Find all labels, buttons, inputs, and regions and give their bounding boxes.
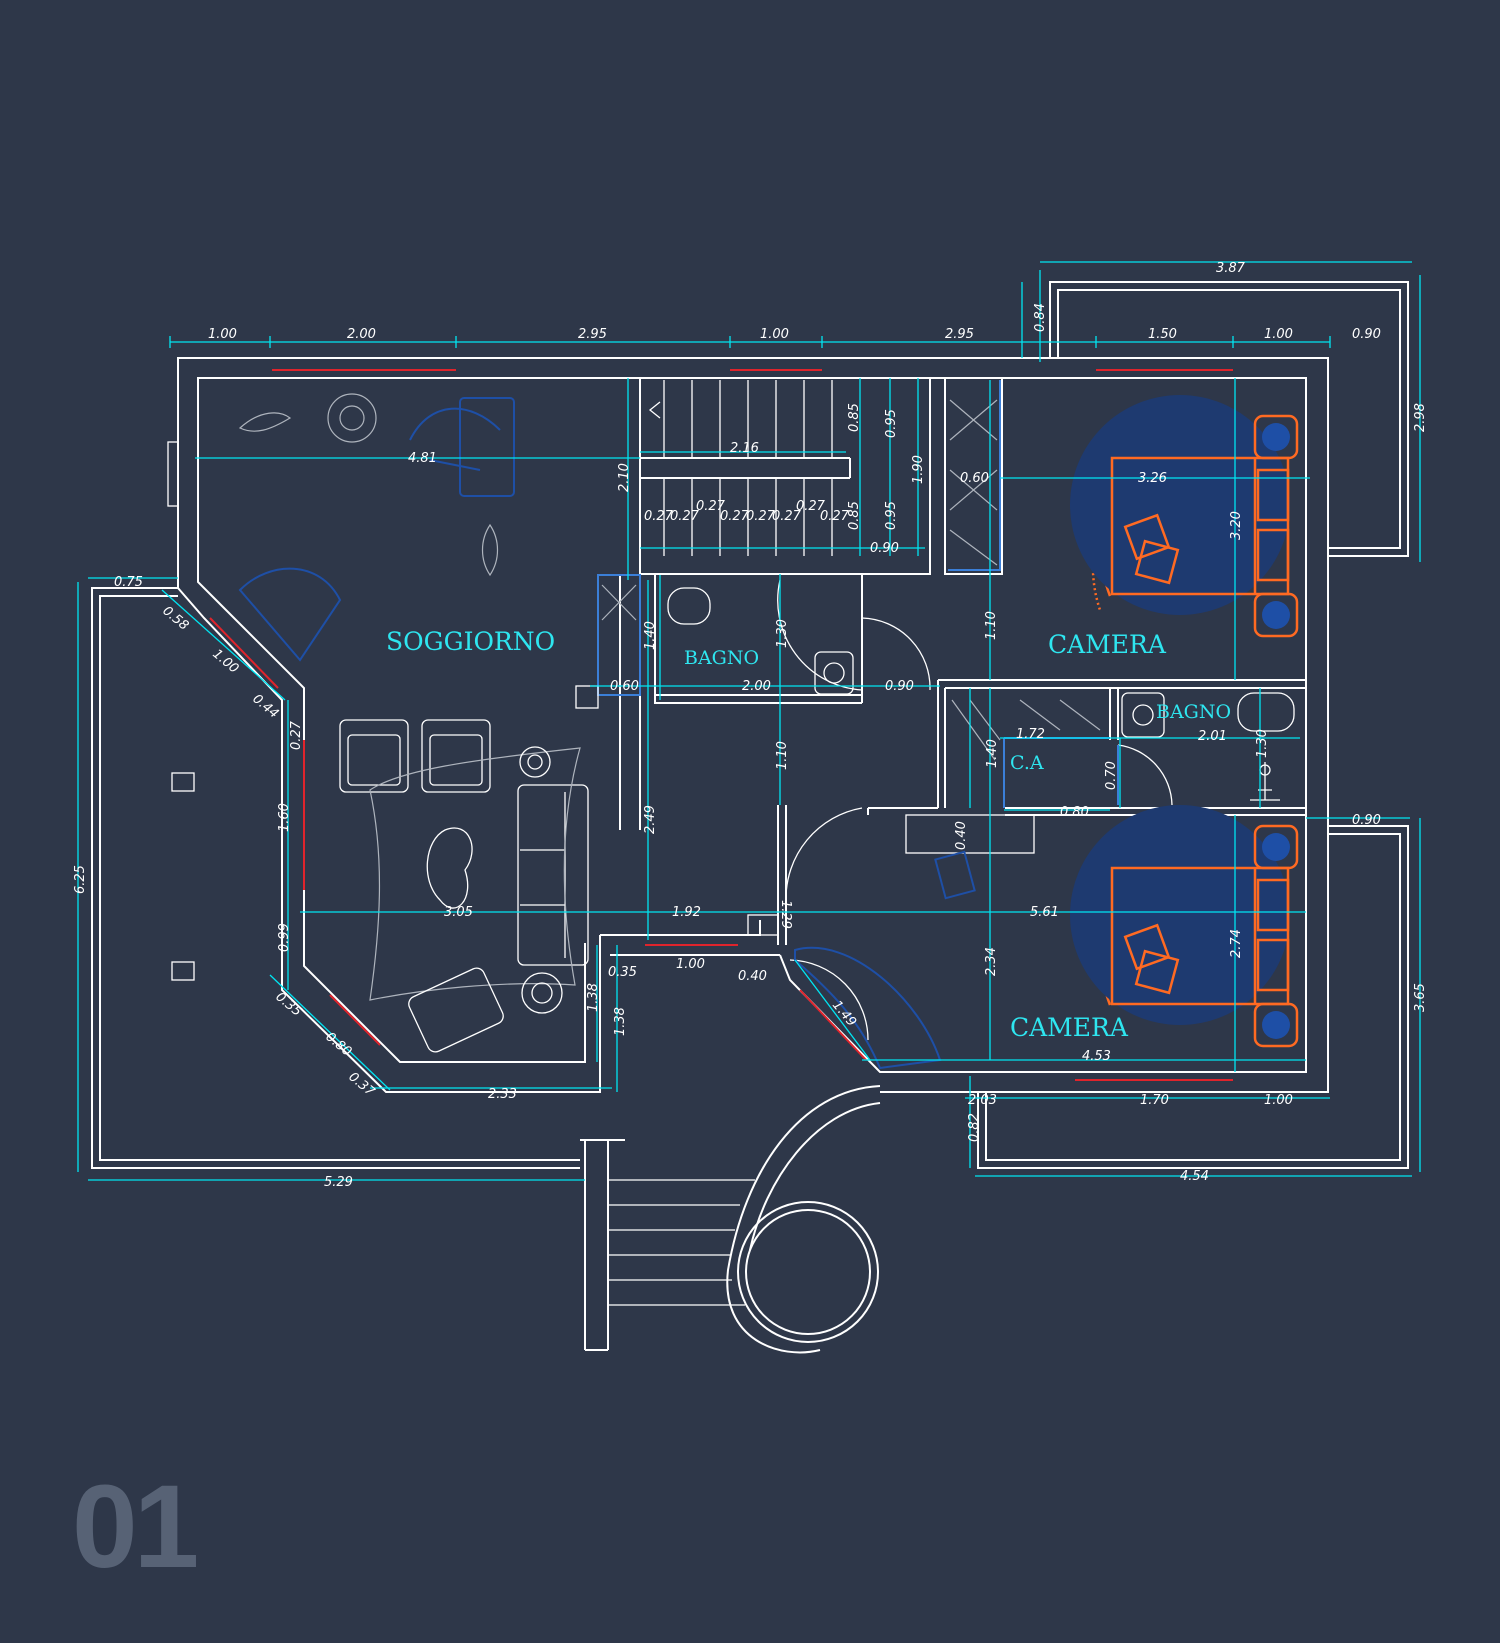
outer-walls <box>167 357 1329 1093</box>
dim-label: 0.95 <box>884 501 899 530</box>
room-label-camera-top: CAMERA <box>1048 630 1167 659</box>
room-label-soggiorno: SOGGIORNO <box>386 627 555 656</box>
dim-label: 0.27 <box>720 509 750 524</box>
dim-label: 0.90 <box>885 679 914 694</box>
dim-label: 4.53 <box>1082 1049 1111 1064</box>
dim-label: 0.58 <box>159 604 191 634</box>
dim-label: 2.00 <box>742 679 771 694</box>
dim-label: 0.27 <box>696 499 726 514</box>
dim-label: 0.27 <box>289 720 304 750</box>
sheet-number: 01 <box>72 1461 199 1593</box>
terrace-left <box>91 587 580 1169</box>
dim-label: 0.90 <box>1352 327 1381 342</box>
dim-label: 2.03 <box>968 1093 997 1108</box>
dim-label: 0.27 <box>772 509 802 524</box>
dim-label: 1.00 <box>760 327 789 342</box>
dim-label: 0.60 <box>610 679 639 694</box>
dim-label: 1.92 <box>672 905 701 920</box>
dim-label: 0.27 <box>820 509 850 524</box>
dim-label: 0.35 <box>272 990 304 1020</box>
dim-label: 1.40 <box>643 621 658 650</box>
dim-label: 1.29 <box>778 900 793 929</box>
dim-label: 2.74 <box>1229 929 1244 958</box>
dim-label: 0.27 <box>796 499 826 514</box>
room-labels: SOGGIORNO BAGNO CAMERA BAGNO C.A CAMERA <box>386 627 1231 1042</box>
dim-label: 1.90 <box>911 455 926 484</box>
dim-label: 2.98 <box>1413 403 1428 432</box>
dim-label: 5.29 <box>324 1175 353 1190</box>
dim-label: 1.00 <box>1264 327 1293 342</box>
dim-label: 2.33 <box>488 1087 517 1102</box>
dim-label: 0.75 <box>114 575 143 590</box>
dim-label: 0.60 <box>960 471 989 486</box>
dim-label: 3.65 <box>1413 983 1428 1012</box>
dim-label: 1.60 <box>277 803 292 832</box>
dim-label: 2.16 <box>730 441 759 456</box>
dim-label: 2.49 <box>643 805 658 834</box>
dim-label: 3.87 <box>1216 261 1246 276</box>
dim-label: 0.27 <box>746 509 776 524</box>
dim-label: 2.10 <box>617 463 632 492</box>
dimension-lines <box>77 261 1421 1181</box>
dim-label: 2.95 <box>578 327 607 342</box>
dim-label: 0.82 <box>967 1113 982 1142</box>
dim-label: 2.34 <box>984 947 999 976</box>
dim-label: 1.72 <box>1016 727 1045 742</box>
room-label-bagno: BAGNO <box>684 647 759 669</box>
balcony-top-right <box>1049 281 1409 557</box>
dim-label: 0.35 <box>608 965 637 980</box>
dim-label: 1.10 <box>984 611 999 640</box>
dim-label: 5.61 <box>1030 905 1059 920</box>
dim-label: 0.44 <box>249 692 281 722</box>
dim-label: 4.81 <box>408 451 437 466</box>
living-furniture <box>238 393 589 1053</box>
dim-label: 1.38 <box>613 1007 628 1036</box>
dim-label: 1.00 <box>208 327 237 342</box>
dim-label: 1.10 <box>775 741 790 770</box>
dim-label: 0.27 <box>644 509 674 524</box>
entry-stair <box>580 1085 881 1354</box>
dim-label: 2.00 <box>347 327 376 342</box>
dim-label: 0.90 <box>1352 813 1381 828</box>
dim-label: 0.80 <box>1060 805 1089 820</box>
dim-label: 0.40 <box>954 821 969 850</box>
balcony-bottom-right <box>977 825 1409 1169</box>
dim-label: 6.25 <box>73 865 88 894</box>
dim-label: 0.27 <box>670 509 700 524</box>
room-label-bagno-right: BAGNO <box>1156 701 1231 723</box>
dim-label: 1.30 <box>1255 729 1270 758</box>
bedroom-top-furniture <box>1070 395 1299 638</box>
dim-label: 1.50 <box>1148 327 1177 342</box>
terrace-vents <box>171 772 195 981</box>
dim-label: 0.99 <box>277 923 292 952</box>
dim-label: 1.30 <box>775 619 790 648</box>
dim-label: 0.85 <box>847 403 862 432</box>
dim-label: 1.40 <box>985 739 1000 768</box>
dim-label: 1.00 <box>676 957 705 972</box>
dim-label: 4.54 <box>1180 1169 1209 1184</box>
dim-label: 1.38 <box>586 983 601 1012</box>
dim-label: 0.84 <box>1033 303 1048 332</box>
dim-label: 3.05 <box>444 905 473 920</box>
dim-label: 1.00 <box>1264 1093 1293 1108</box>
dim-label: 3.20 <box>1229 511 1244 540</box>
dim-label: 2.01 <box>1198 729 1227 744</box>
dim-label: 0.40 <box>738 969 767 984</box>
dim-label: 3.26 <box>1138 471 1167 486</box>
room-label-ca: C.A <box>1010 752 1044 774</box>
dim-label: 0.95 <box>884 409 899 438</box>
dim-label: 0.90 <box>870 541 899 556</box>
dim-label: 0.85 <box>847 501 862 530</box>
dimension-labels: 1.00 2.00 2.95 1.00 2.95 1.50 1.00 0.90 … <box>73 261 1428 1190</box>
dim-label: 0.70 <box>1104 761 1119 790</box>
dim-label: 1.70 <box>1140 1093 1169 1108</box>
room-label-camera-bottom: CAMERA <box>1010 1013 1129 1042</box>
dim-label: 2.95 <box>945 327 974 342</box>
windows <box>209 369 1233 1081</box>
interior-walls <box>575 377 1306 956</box>
